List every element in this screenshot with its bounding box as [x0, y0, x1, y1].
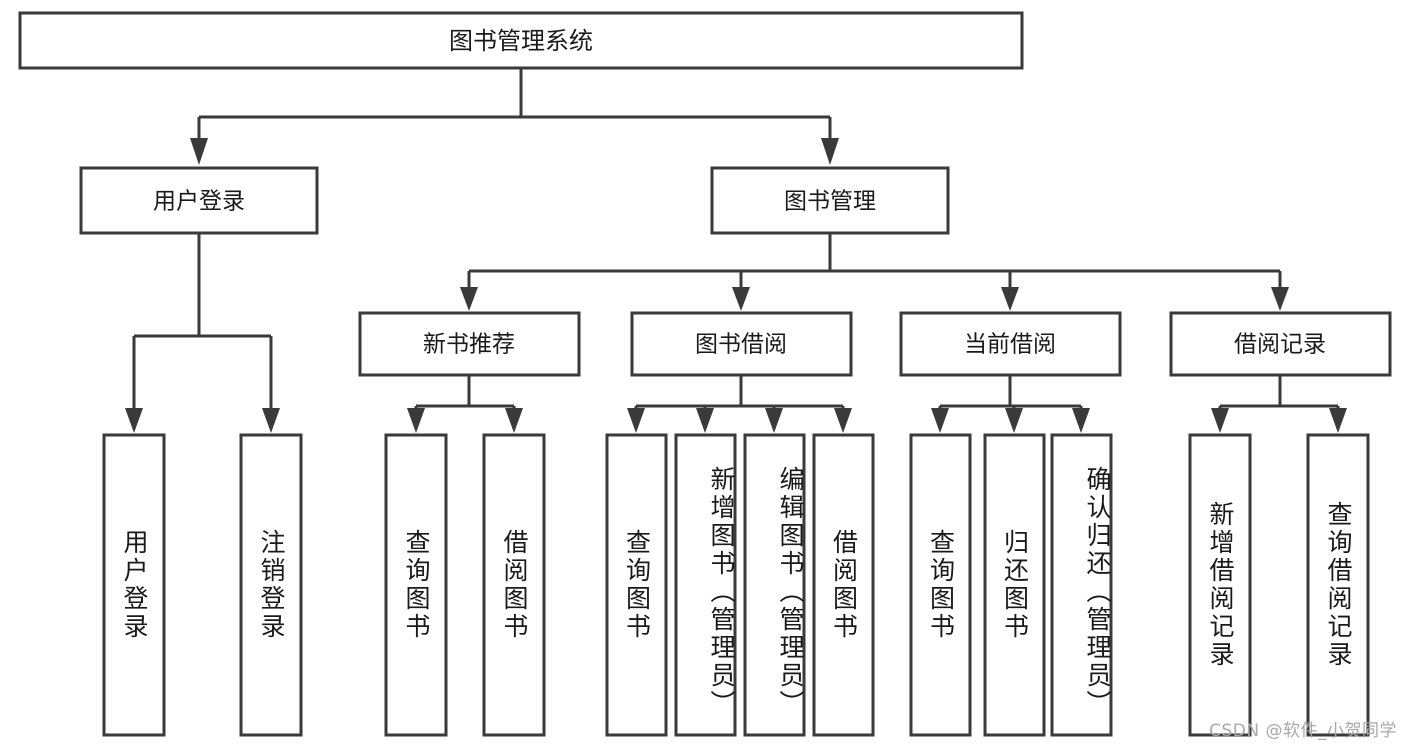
- node-borrow-record-rect[interactable]: [1169, 311, 1392, 377]
- node-leaf-user-login-rect[interactable]: [102, 433, 166, 737]
- node-book-management-label: 图书管理: [784, 189, 876, 215]
- arrow-head-newbook-1: [407, 408, 425, 433]
- arrow-head-userlogin-2: [262, 408, 280, 433]
- arrow-head-record-2: [1329, 408, 1347, 433]
- edge-record-to-leaves: [1211, 375, 1347, 433]
- arrow-head-userlogin-1: [125, 408, 143, 433]
- watermark-text: CSDN @软件_小贺同学: [1209, 721, 1397, 741]
- arrow-head-bookmgmt-4: [1271, 287, 1289, 311]
- node-new-book-recommend[interactable]: 新书推荐: [358, 311, 581, 377]
- edge-borrow-to-leaves: [627, 375, 852, 433]
- edge-userlogin-to-leaves: [125, 233, 280, 433]
- edge-newbook-to-leaves: [407, 375, 523, 433]
- node-leaf-query-book-current-rect[interactable]: [909, 433, 972, 737]
- node-leaf-logout-rect[interactable]: [239, 433, 303, 737]
- edge-current-to-leaves: [931, 375, 1090, 433]
- node-root[interactable]: 图书管理系统: [18, 11, 1024, 70]
- node-leaf-query-record-rect[interactable]: [1306, 433, 1370, 737]
- node-leaf-add-record-rect[interactable]: [1188, 433, 1252, 737]
- node-leaf-query-book-borrow-rect[interactable]: [605, 433, 668, 737]
- node-book-management[interactable]: 图书管理: [710, 166, 950, 235]
- node-book-borrow[interactable]: 图书借阅: [630, 311, 853, 377]
- node-borrow-record[interactable]: 借阅记录: [1169, 311, 1392, 377]
- node-new-book-recommend-label: 新书推荐: [423, 332, 515, 358]
- node-leaf-query-book-rec-rect[interactable]: [384, 433, 448, 737]
- arrow-head-root-2: [821, 138, 839, 165]
- node-user-login[interactable]: 用户登录: [79, 166, 319, 235]
- node-book-borrow-rect[interactable]: [630, 311, 853, 377]
- arrow-head-borrow-3: [765, 408, 783, 433]
- arrow-head-bookmgmt-2: [732, 287, 750, 311]
- node-current-borrow[interactable]: 当前借阅: [899, 311, 1122, 377]
- node-leaf-borrow-book-rect[interactable]: [812, 433, 875, 737]
- node-leaf-confirm-return-rect[interactable]: [1050, 433, 1113, 737]
- arrow-head-root-1: [190, 138, 208, 165]
- arrow-head-current-1: [931, 408, 949, 433]
- node-book-borrow-label: 图书借阅: [695, 332, 787, 358]
- arrow-head-borrow-1: [627, 408, 645, 433]
- arrow-head-borrow-4: [834, 408, 852, 433]
- arrow-head-bookmgmt-1: [460, 287, 478, 311]
- arrow-head-record-1: [1211, 408, 1229, 433]
- edge-root-to-level2: [190, 68, 839, 165]
- node-root-rect[interactable]: [18, 11, 1024, 70]
- node-leaf-add-book-rect[interactable]: [674, 433, 737, 737]
- node-borrow-record-label: 借阅记录: [1234, 332, 1326, 358]
- node-user-login-rect[interactable]: [79, 166, 319, 235]
- node-root-label: 图书管理系统: [449, 27, 593, 55]
- node-leaf-borrow-book-rec-rect[interactable]: [482, 433, 546, 737]
- node-leaf-edit-book-rect[interactable]: [743, 433, 806, 737]
- node-user-login-label: 用户登录: [153, 189, 245, 215]
- node-new-book-recommend-rect[interactable]: [358, 311, 581, 377]
- arrow-head-bookmgmt-3: [1001, 287, 1019, 311]
- arrow-head-current-2: [1005, 408, 1023, 433]
- arrow-head-borrow-2: [696, 408, 714, 433]
- arrow-head-newbook-2: [505, 408, 523, 433]
- node-current-borrow-label: 当前借阅: [964, 332, 1056, 358]
- node-leaf-return-book-rect[interactable]: [983, 433, 1046, 737]
- node-book-management-rect[interactable]: [710, 166, 950, 235]
- edge-bookmgmt-to-level3: [460, 233, 1289, 311]
- arrow-head-current-3: [1072, 408, 1090, 433]
- node-current-borrow-rect[interactable]: [899, 311, 1122, 377]
